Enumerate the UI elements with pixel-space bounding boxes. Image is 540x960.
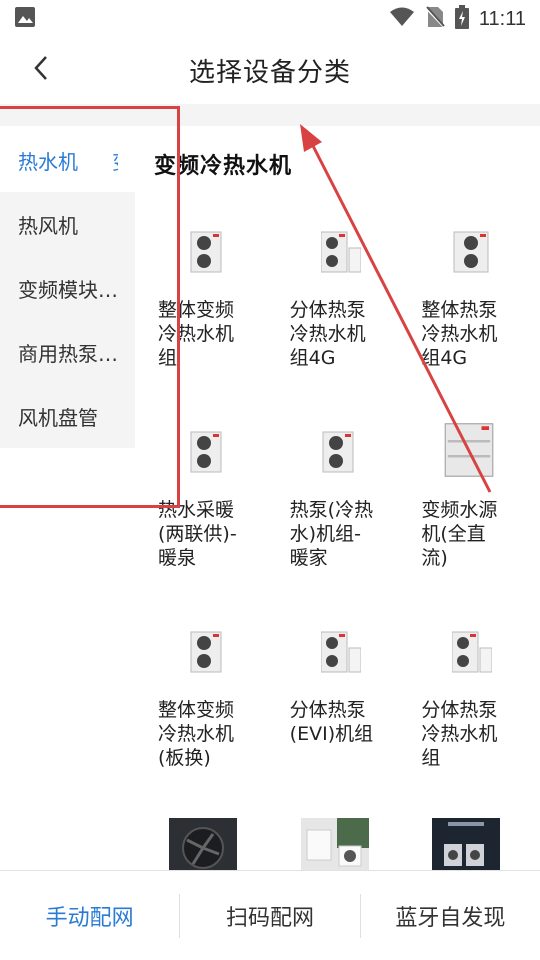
product-name: 热泵(冷热水)机组-暖家 [289,499,374,569]
back-button[interactable] [24,52,60,88]
sidebar-item-label: 变频模块… [18,277,118,302]
product-name: 整体变频冷热水机(板换) [158,699,235,769]
status-time: 11:11 [478,7,526,30]
outdoor-unit-icon [190,231,222,273]
product-row: 整体变频冷热水机组 分体热泵冷热水机组4G 整体热泵冷热水机组4G [145,218,540,418]
split-unit-icon [320,231,361,273]
product-row: 热水采暖(两联供)-暖泉 热泵(冷热水)机组-暖家 变频水源机(全直流) [145,418,540,618]
product-grid: 整体变频冷热水机组 分体热泵冷热水机组4G 整体热泵冷热水机组4G 热水采暖(两… [145,218,540,898]
category-sidebar: 热水机 变 热风机 变频模块… 商用热泵… 风机盘管 [0,128,135,448]
product-poster-icon [432,818,501,870]
product-item[interactable]: 分体热泵冷热水机组4G [277,218,409,418]
indoor-outdoor-photo-icon [300,818,369,870]
product-name: 整体热泵冷热水机组4G [421,299,498,369]
sidebar-item-hot-air[interactable]: 热风机 [0,192,135,256]
outdoor-unit-icon [190,431,222,473]
dark-fan-unit-icon [169,818,237,870]
sidebar-item-label: 风机盘管 [18,405,98,430]
outdoor-unit-icon [190,631,222,673]
product-item[interactable]: 热泵(冷热水)机组-暖家 [277,418,409,618]
sidebar-item-commercial-heat-pump[interactable]: 商用热泵… [0,320,135,384]
tab-divider [359,893,361,938]
tab-divider [179,893,181,938]
product-item[interactable] [145,818,277,898]
bottom-tab-bar: 手动配网 扫码配网 蓝牙自发现 [0,870,540,960]
product-name: 分体热泵(EVI)机组 [289,699,374,745]
sidebar-item-overflow: 变 [112,146,118,175]
product-row-partial [145,818,540,898]
no-sim-icon [425,5,445,33]
product-name: 分体热泵冷热水机组 [421,699,498,769]
sidebar-item-label: 热水机 [18,149,78,174]
split-unit-icon [320,631,361,673]
tab-bluetooth-discovery[interactable]: 蓝牙自发现 [395,905,506,931]
product-item[interactable]: 热水采暖(两联供)-暖泉 [145,418,277,618]
outdoor-unit-icon [453,231,489,273]
sidebar-item-label: 热风机 [18,213,78,238]
app-header: 选择设备分类 [0,38,540,102]
page-title: 选择设备分类 [188,57,351,88]
back-arrow-icon [32,54,52,86]
product-row: 整体变频冷热水机(板换) 分体热泵(EVI)机组 分体热泵冷热水机组 [145,618,540,818]
product-item[interactable]: 分体热泵(EVI)机组 [277,618,409,818]
sidebar-item-water-heater[interactable]: 热水机 变 [0,128,135,192]
category-title: 变频冷热水机 [154,154,293,179]
sidebar-item-label: 商用热泵… [18,341,118,366]
product-name: 整体变频冷热水机组 [158,299,235,369]
product-name: 热水采暖(两联供)-暖泉 [158,499,237,569]
product-item[interactable] [277,818,409,898]
battery-charging-icon [454,5,469,33]
wifi-icon [389,6,415,32]
status-bar: 11:11 [0,0,540,38]
image-icon [14,6,36,32]
product-item[interactable]: 分体热泵冷热水机组 [408,618,540,818]
product-item[interactable]: 整体变频冷热水机组 [145,218,277,418]
product-item[interactable]: 整体变频冷热水机(板换) [145,618,277,818]
product-item[interactable]: 变频水源机(全直流) [408,418,540,618]
header-divider-band [0,104,540,126]
split-unit-icon [452,631,493,673]
product-item[interactable]: 整体热泵冷热水机组4G [408,218,540,418]
product-name: 分体热泵冷热水机组4G [289,299,366,369]
tab-manual-network[interactable]: 手动配网 [45,905,134,931]
water-source-unit-icon [444,423,494,477]
sidebar-item-inverter-module[interactable]: 变频模块… [0,256,135,320]
outdoor-unit-icon [322,431,354,473]
product-item[interactable] [408,818,540,898]
product-name: 变频水源机(全直流) [421,499,498,569]
tab-scan-network[interactable]: 扫码配网 [225,905,314,931]
sidebar-item-fan-coil[interactable]: 风机盘管 [0,384,135,448]
